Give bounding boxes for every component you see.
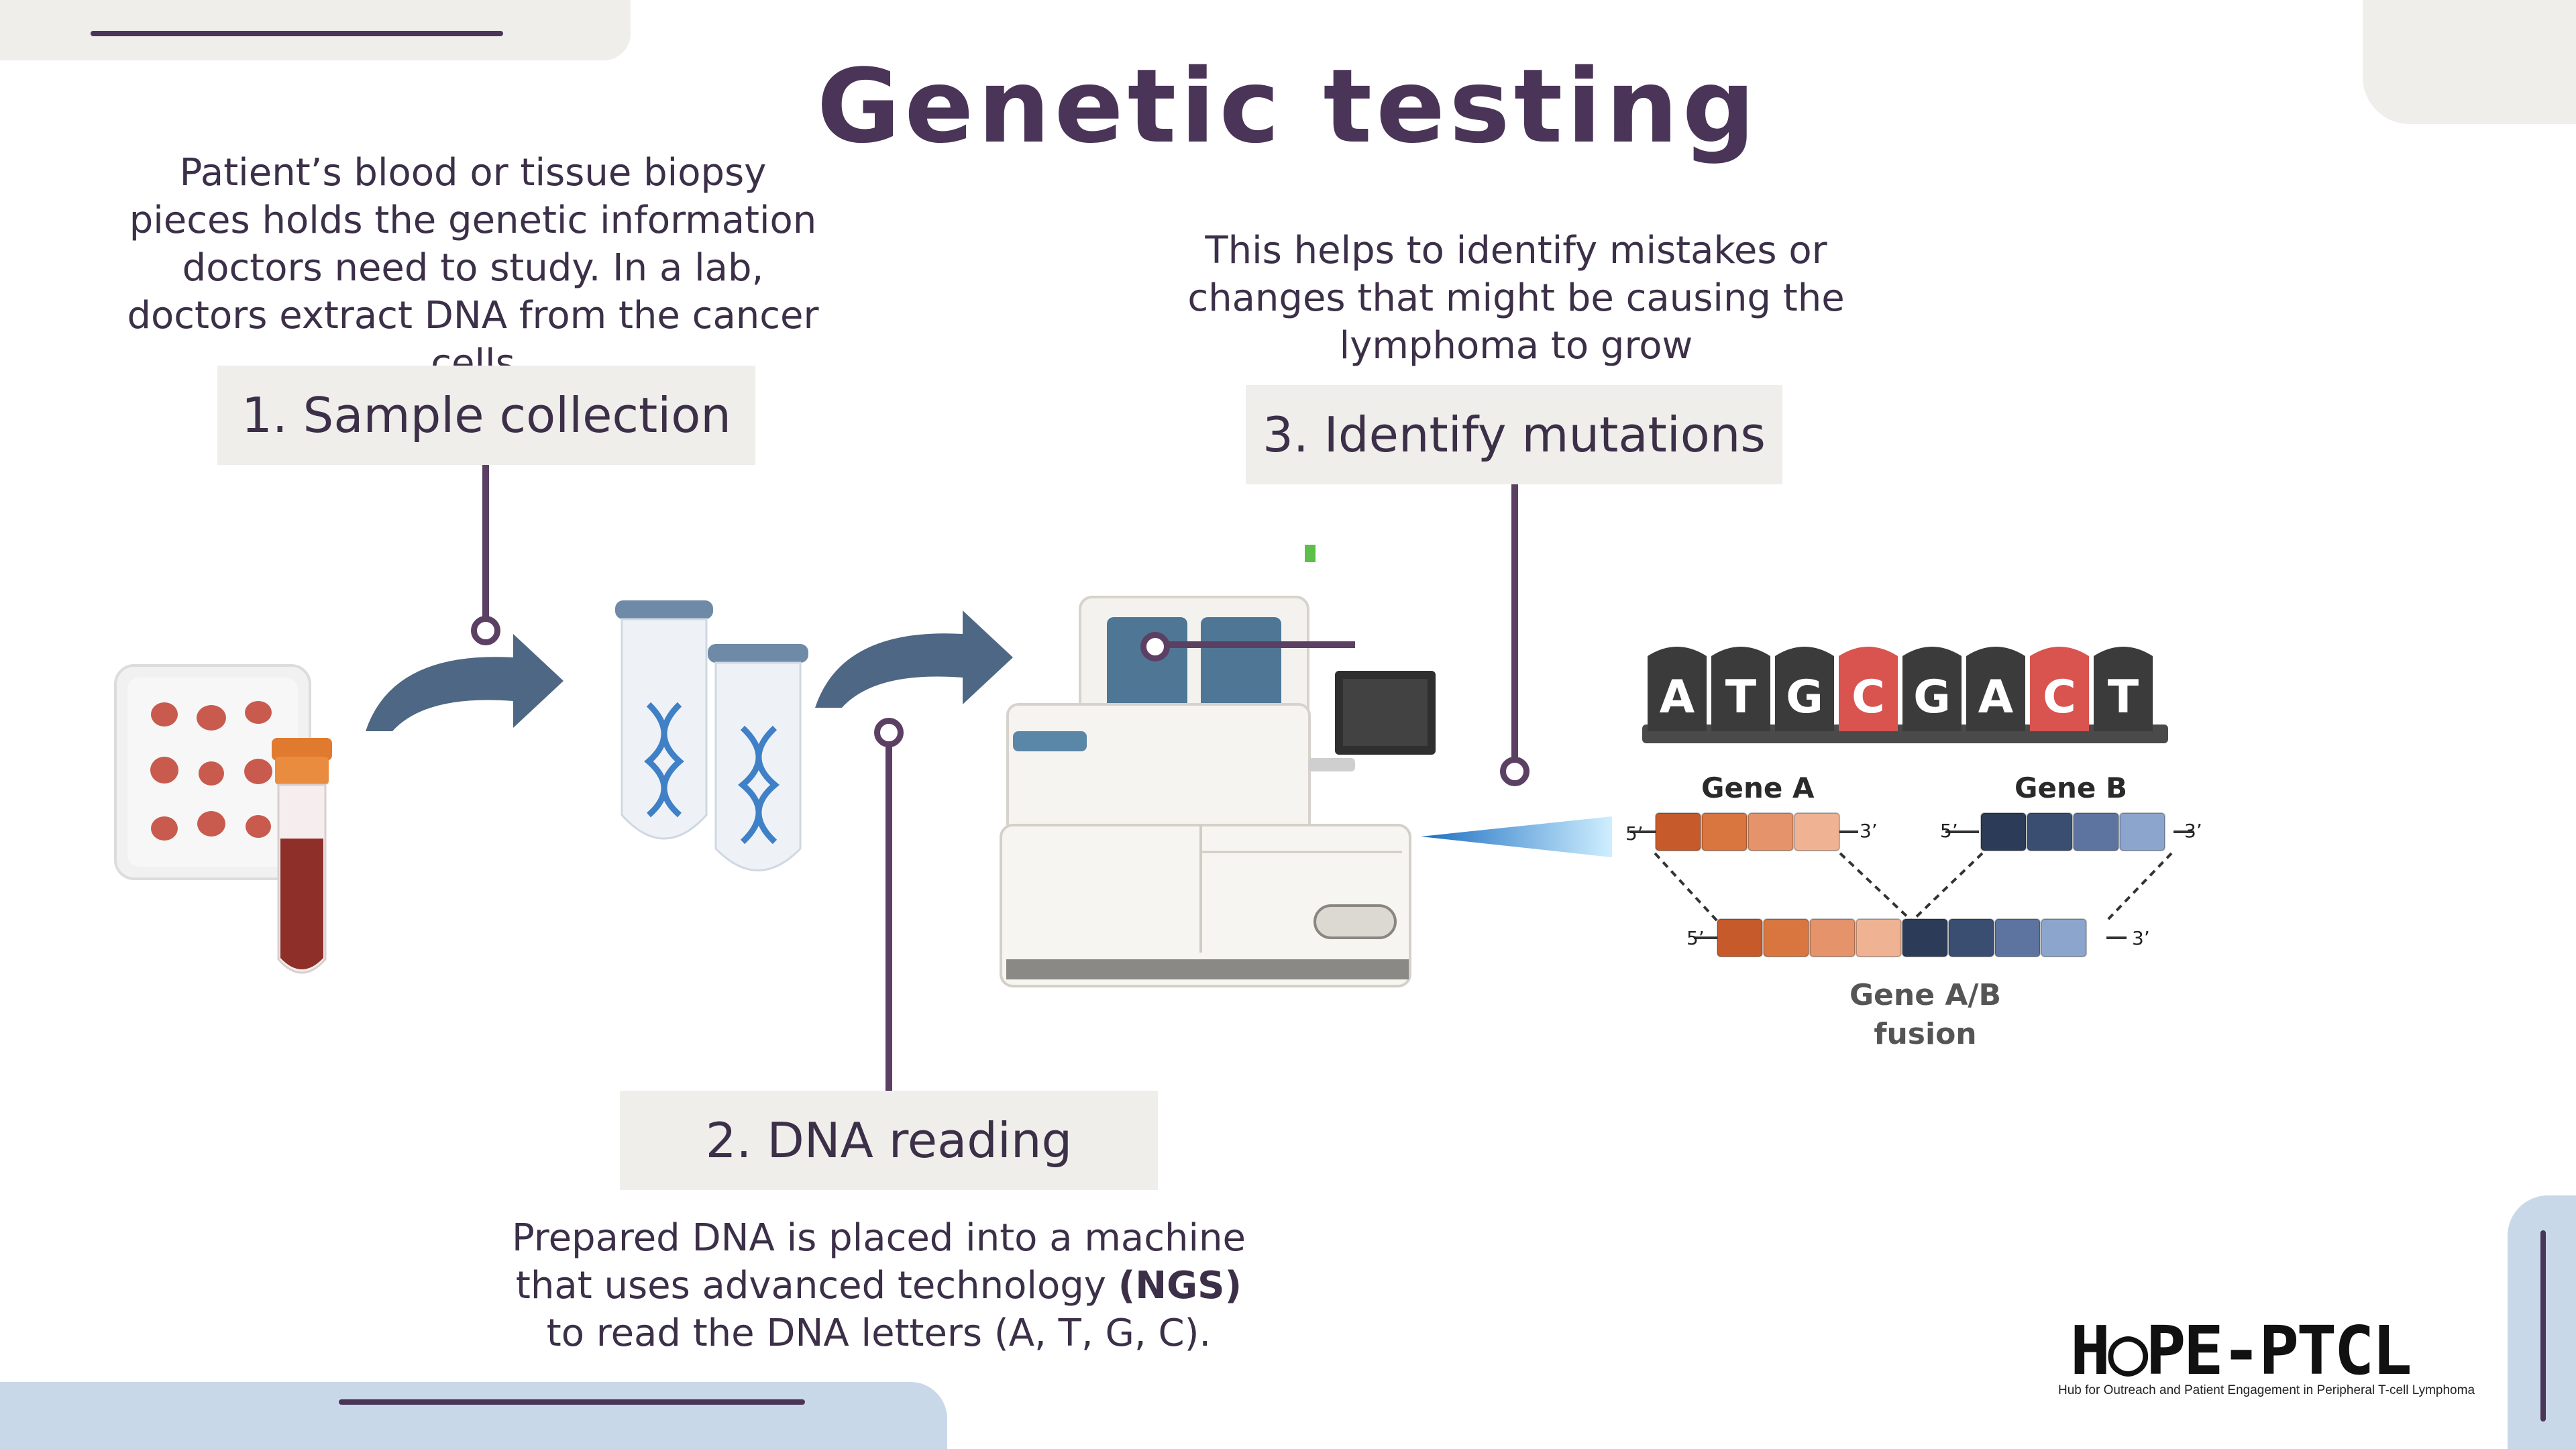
step2-label-box: 2. DNA reading — [620, 1091, 1158, 1190]
sample-collection-illustration — [114, 664, 332, 974]
dna-tube-right — [708, 644, 808, 871]
gene-fusion-diagram — [1630, 812, 2194, 957]
divider-line — [339, 1399, 805, 1405]
gene-a-3prime: 3’ — [1860, 820, 1878, 842]
dna-block-5 — [1966, 647, 2025, 731]
dna-block-6 — [2030, 647, 2089, 731]
light-beam — [1421, 816, 1612, 857]
dna-tubes-illustration — [615, 600, 808, 871]
step1-connector-dot — [471, 616, 500, 645]
arrow-icon — [366, 634, 564, 731]
hope-ptcl-logo: H○PE-PTCL — [2070, 1311, 2412, 1390]
gene-a-segment-2 — [1748, 812, 1794, 851]
dna-block-0 — [1648, 647, 1707, 731]
dna-letter-3: C — [1851, 671, 1885, 724]
dna-block-2 — [1775, 647, 1834, 731]
page-title: Genetic testing — [816, 47, 1760, 166]
gene-a-5prime: 5’ — [1625, 822, 1644, 845]
dna-letter-4: G — [1913, 671, 1951, 724]
gene-a-segment-0 — [1655, 812, 1701, 851]
dna-block-7 — [2094, 647, 2153, 731]
step3-connector — [1511, 484, 1518, 766]
corner-panel-top-left — [0, 0, 631, 60]
ngs-highlight: (NGS) — [1118, 1264, 1242, 1307]
machine-connector-dot — [1140, 632, 1170, 661]
fusion-segment-1 — [1763, 918, 1809, 957]
sequencing-machine-illustration — [1000, 545, 1436, 987]
dna-block-4 — [1902, 647, 1962, 731]
step3-description: This helps to identify mistakes or chang… — [1187, 229, 1845, 368]
fusion-segment-4 — [1902, 918, 1948, 957]
gene-b-segment-1 — [2027, 812, 2073, 851]
step1-description: Patient’s blood or tissue biopsy pieces … — [127, 151, 819, 385]
gene-a-label: Gene A — [1701, 771, 1815, 804]
dna-letter-0: A — [1660, 671, 1695, 724]
dna-block-1 — [1711, 647, 1770, 731]
gene-b-segment-0 — [1980, 812, 2027, 851]
corner-panel-bottom-left — [0, 1382, 947, 1449]
fusion-label: Gene A/B fusion — [1849, 978, 2002, 1051]
fusion-segment-3 — [1856, 918, 1902, 957]
gene-b-segment-3 — [2119, 812, 2165, 851]
step3-connector-dot — [1500, 757, 1529, 786]
gene-a-segment-3 — [1794, 812, 1840, 851]
gene-b-3prime: 3’ — [2184, 820, 2202, 842]
fusion-segment-7 — [2041, 918, 2087, 957]
corner-panel-top-right — [2363, 0, 2576, 124]
logo-subtitle: Hub for Outreach and Patient Engagement … — [2058, 1383, 2475, 1397]
divider-line — [2540, 1230, 2546, 1421]
dna-letter-2: G — [1786, 671, 1823, 724]
divider-line — [91, 31, 503, 36]
step3-label-box: 3. Identify mutations — [1246, 385, 1782, 484]
fusion-segment-5 — [1948, 918, 1994, 957]
gene-b-label: Gene B — [2015, 771, 2127, 804]
fusion-segment-0 — [1717, 918, 1763, 957]
fusion-3prime: 3’ — [2132, 927, 2150, 949]
step2-description: Prepared DNA is placed into a machine th… — [512, 1216, 1246, 1355]
gene-a-segment-1 — [1701, 812, 1748, 851]
step1-connector — [482, 465, 489, 621]
dna-letter-6: C — [2043, 671, 2076, 724]
fusion-segment-2 — [1809, 918, 1856, 957]
fusion-5prime: 5’ — [1686, 927, 1705, 949]
arrow-icon — [815, 610, 1013, 708]
gene-b-segment-2 — [2073, 812, 2119, 851]
machine-connector — [1148, 641, 1355, 648]
dna-letter-5: A — [1978, 671, 2014, 724]
fusion-segment-6 — [1994, 918, 2041, 957]
step2-connector — [885, 731, 892, 1091]
dna-letter-1: T — [1725, 671, 1757, 724]
dna-block-3 — [1839, 647, 1898, 731]
dna-letter-7: T — [2108, 671, 2139, 724]
gene-b-5prime: 5’ — [1940, 820, 1958, 842]
step1-label-box: 1. Sample collection — [217, 366, 755, 465]
dna-tube-left — [615, 600, 713, 840]
step2-connector-dot — [874, 718, 904, 747]
